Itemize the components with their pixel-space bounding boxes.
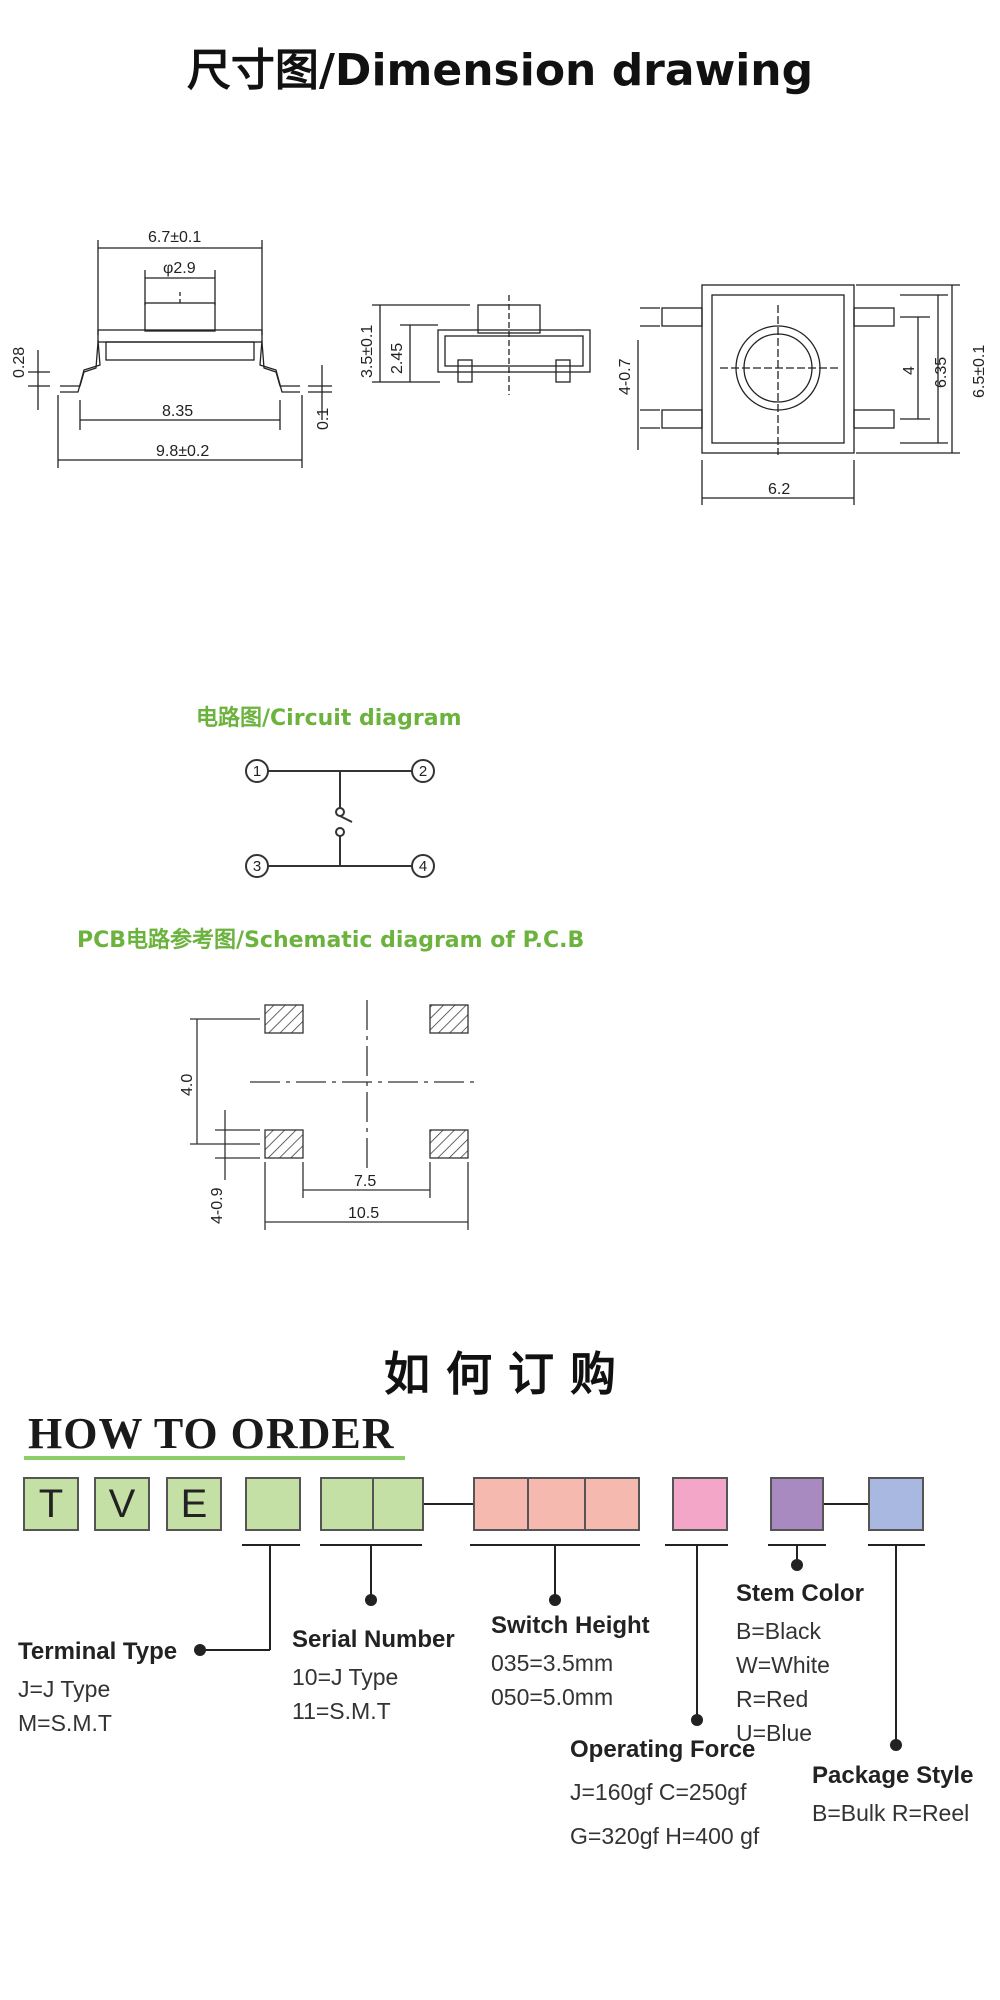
serial-number-heading: Serial Number: [292, 1626, 455, 1653]
code-box-terminal: [245, 1477, 301, 1531]
code-box-force: [672, 1477, 728, 1531]
dim-side-width: 6.7±0.1: [148, 229, 201, 246]
code-box-height-2: [527, 1477, 586, 1531]
code-box-package: [868, 1477, 924, 1531]
dim-top-outer: 6.5±0.1: [971, 345, 988, 398]
pcb-diagram: [190, 1000, 480, 1230]
code-box-height-1: [473, 1477, 529, 1531]
front-view-drawing: [372, 295, 591, 395]
stem-color-option: R=Red: [736, 1686, 809, 1712]
code-box-height-3: [584, 1477, 640, 1531]
pin-1-label: 1: [253, 763, 261, 780]
terminal-type-block: Terminal Type J=J Type M=S.M.T: [18, 1638, 177, 1740]
side-view-drawing: [28, 240, 332, 468]
stem-color-heading: Stem Color: [736, 1580, 865, 1607]
switch-height-heading: Switch Height: [491, 1612, 650, 1639]
dim-front-height: 3.5±0.1: [359, 325, 376, 378]
operating-force-option: G=320gf H=400 gf: [570, 1823, 760, 1849]
package-style-option: B=Bulk R=Reel: [812, 1800, 970, 1826]
top-view-drawing: [637, 284, 960, 505]
stem-color-option: B=Black: [736, 1618, 822, 1644]
code-box-e: E: [166, 1477, 222, 1531]
pcb-dim-vertical: 4.0: [179, 1074, 196, 1096]
pcb-dim-pad: 4-0.9: [209, 1187, 226, 1224]
operating-force-heading: Operating Force: [570, 1736, 756, 1763]
how-to-order-title: HOW TO ORDER: [28, 1409, 395, 1458]
package-style-block: Package Style B=Bulk R=Reel: [812, 1762, 973, 1830]
order-title-cn: 如 何 订 购: [383, 1347, 617, 1401]
serial-number-option: 11=S.M.T: [292, 1698, 391, 1724]
stem-color-block: Stem Color B=Black W=White R=Red U=Blue: [736, 1580, 864, 1750]
dim-side-diameter: φ2.9: [163, 260, 196, 277]
code-box-v: V: [94, 1477, 150, 1531]
dim-side-total: 9.8±0.2: [156, 443, 209, 460]
terminal-type-option: J=J Type: [18, 1676, 111, 1702]
pcb-dim-outer: 10.5: [348, 1205, 379, 1222]
dim-top-width: 6.2: [768, 481, 790, 498]
pin-4-label: 4: [419, 858, 427, 875]
switch-height-block: Switch Height 035=3.5mm 050=5.0mm: [491, 1612, 650, 1714]
code-box-serial-1: [320, 1477, 374, 1531]
operating-force-block: Operating Force J=160gf C=250gf G=320gf …: [570, 1736, 759, 1858]
code-box-serial-2: [372, 1477, 424, 1531]
dim-side-thickness: 0.28: [11, 347, 28, 378]
terminal-type-heading: Terminal Type: [18, 1638, 178, 1665]
dim-side-lead: 0.1: [315, 408, 332, 430]
pin-3-label: 3: [253, 858, 261, 875]
circuit-title: 电路图/Circuit diagram: [196, 706, 462, 731]
operating-force-option: J=160gf C=250gf: [570, 1779, 747, 1805]
serial-number-option: 10=J Type: [292, 1664, 399, 1690]
code-box-t: T: [23, 1477, 79, 1531]
page-title: 尺寸图/Dimension drawing: [186, 45, 814, 96]
pcb-title: PCB电路参考图/Schematic diagram of P.C.B: [77, 928, 585, 953]
dim-top-inner: 6.35: [933, 357, 950, 388]
package-style-heading: Package Style: [812, 1762, 974, 1789]
switch-height-option: 050=5.0mm: [491, 1684, 614, 1710]
code-box-stem: [770, 1477, 824, 1531]
dim-side-pitch: 8.35: [162, 403, 193, 420]
dim-top-pitch: 4: [901, 366, 918, 375]
pcb-dim-inner: 7.5: [354, 1173, 376, 1190]
stem-color-option: W=White: [736, 1652, 830, 1678]
stem-color-option: U=Blue: [736, 1720, 813, 1746]
dim-front-body: 2.45: [389, 343, 406, 374]
circuit-diagram: [245, 759, 435, 878]
terminal-type-option: M=S.M.T: [18, 1710, 112, 1736]
serial-number-block: Serial Number 10=J Type 11=S.M.T: [292, 1626, 455, 1728]
switch-height-option: 035=3.5mm: [491, 1650, 614, 1676]
dim-top-lead: 4-0.7: [617, 358, 634, 395]
order-connectors: [205, 1503, 925, 1740]
pin-2-label: 2: [419, 763, 427, 780]
